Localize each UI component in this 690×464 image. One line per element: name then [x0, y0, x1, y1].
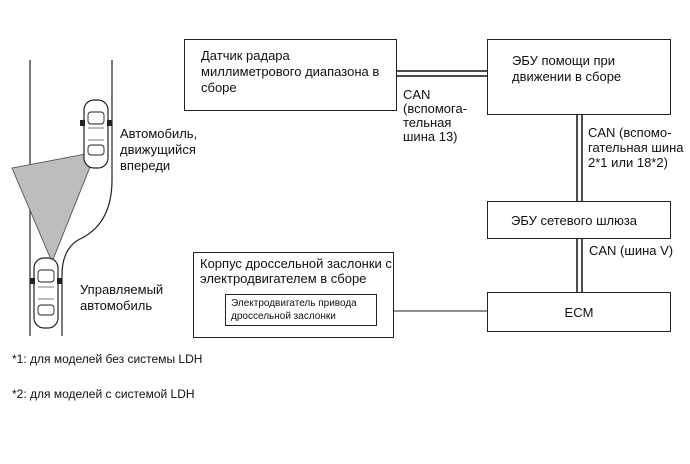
can-radar-line4: шина 13): [403, 129, 458, 144]
vehicle-ahead-line3: впереди: [120, 158, 171, 173]
driving-ecu-line2: движении в сборе: [512, 69, 622, 84]
gateway-label: ЭБУ сетевого шлюза: [511, 213, 638, 228]
radar-line2: миллиметрового диапазона в: [201, 64, 380, 79]
can-radar-line2: (вспомога-: [403, 101, 468, 116]
throttle-line2: электродвигателем в сборе: [200, 271, 367, 286]
motor-line1: Электродвигатель привода: [231, 298, 357, 309]
ecm-label: ECM: [564, 305, 594, 320]
ecm-box: ECM: [487, 292, 671, 332]
driving-support-ecu-box: ЭБУ помощи при движении в сборе: [487, 39, 671, 115]
road-right-edge: [61, 60, 113, 336]
own-vehicle-line1: Управляемый: [80, 282, 164, 297]
vehicle-ahead-line1: Автомобиль,: [120, 126, 198, 141]
radar-line3: сборе: [201, 80, 237, 95]
driving-ecu-line1: ЭБУ помощи при: [512, 53, 615, 68]
can-bus-radar-line: [397, 70, 487, 77]
throttle-line1: Корпус дроссельной заслонки с: [200, 256, 392, 271]
can-driving-line3: 2*1 или 18*2): [588, 155, 668, 170]
own-vehicle-icon: [30, 257, 62, 329]
gateway-ecu-box: ЭБУ сетевого шлюза: [487, 201, 671, 239]
footnote-2: *2: для моделей с системой LDH: [12, 387, 195, 401]
can-bus-driving-line: [576, 115, 583, 201]
radar-line1: Датчик радара: [201, 48, 290, 63]
radar-sensor-box: Датчик радара миллиметрового диапазона в…: [184, 39, 397, 111]
own-vehicle-line2: автомобиль: [80, 298, 153, 313]
motor-line2: дроссельной заслонки: [231, 311, 336, 322]
can-v-label: CAN (шина V): [589, 243, 674, 258]
throttle-motor-box: Электродвигатель привода дроссельной зас…: [225, 294, 377, 326]
vehicle-ahead-icon: [80, 99, 112, 169]
can-driving-line2: гательная шина: [588, 140, 684, 155]
can-radar-line1: CAN: [403, 87, 431, 102]
can-driving-line1: CAN (вспомо-: [588, 125, 672, 140]
vehicle-ahead-line2: движущийся: [120, 142, 196, 157]
footnote-1: *1: для моделей без системы LDH: [12, 352, 203, 366]
radar-beam: [11, 151, 97, 264]
can-radar-line3: тельная: [403, 115, 452, 130]
can-bus-v-line: [576, 239, 583, 292]
